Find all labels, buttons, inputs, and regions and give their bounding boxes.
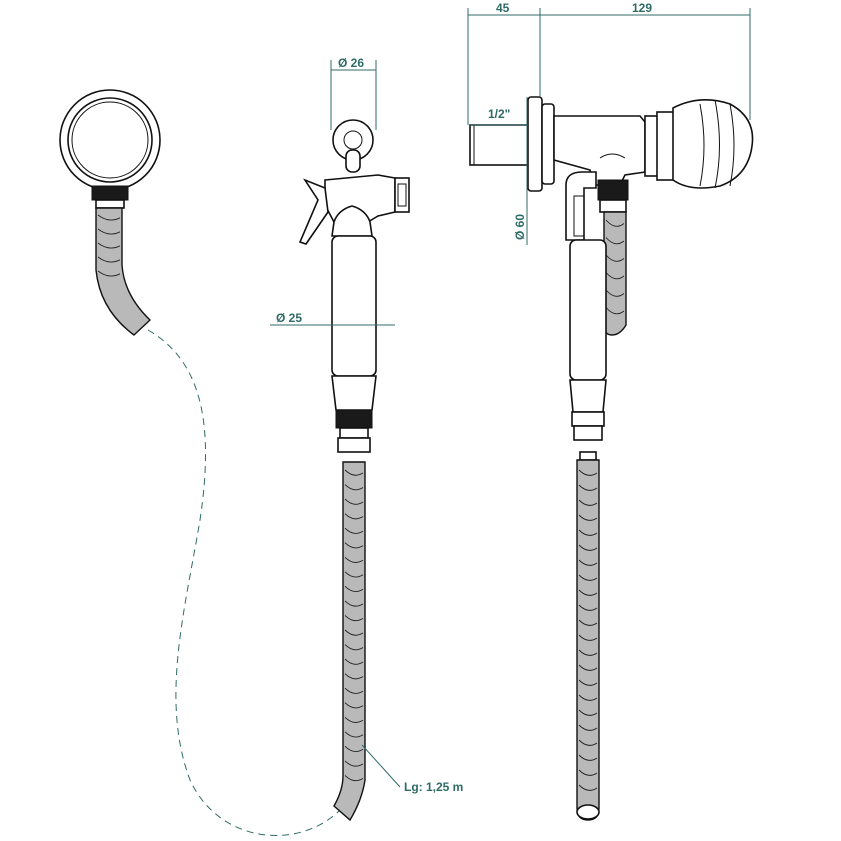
hose-rib	[578, 544, 598, 551]
dimension-d25-label: Ø 25	[276, 311, 302, 325]
connector-nut	[91, 185, 129, 201]
hose-rib	[344, 644, 364, 651]
dimension-129: 129	[540, 1, 751, 120]
hose-dashed-connection	[147, 329, 341, 836]
hose-rib	[605, 237, 625, 245]
hose-rib	[344, 513, 364, 520]
hose-rib	[344, 600, 364, 607]
hose-rib	[344, 542, 364, 549]
right-hose-ribs	[578, 469, 598, 791]
hose-rib	[344, 469, 364, 476]
hose-rib	[344, 746, 364, 753]
gun-handle	[331, 235, 377, 377]
hose-rib	[578, 529, 598, 536]
hose-rib	[344, 484, 364, 491]
hose-rib	[97, 214, 121, 221]
hose-rib	[578, 589, 598, 596]
dimension-thread-label: 1/2"	[488, 107, 510, 121]
dimension-45-label: 45	[496, 1, 510, 15]
hose-rib	[578, 739, 598, 746]
valve-hose-ribs	[605, 219, 625, 315]
hose-rib	[578, 679, 598, 686]
hose-rib	[344, 629, 364, 636]
dimension-thread: 1/2"	[470, 107, 528, 126]
hose-rib	[578, 499, 598, 506]
hose-rib	[578, 724, 598, 731]
hose-rib	[578, 619, 598, 626]
hose-rib	[344, 658, 364, 665]
hose-rib	[344, 556, 364, 563]
hose-rib	[605, 219, 625, 227]
dimension-d60: Ø 60	[513, 97, 528, 245]
dimension-d26: Ø 26	[330, 56, 377, 130]
hose-rib	[578, 709, 598, 716]
hose-rib	[578, 469, 598, 476]
hose-rib	[578, 649, 598, 656]
hose-rib	[344, 527, 364, 534]
hose-rib	[578, 514, 598, 521]
side-view-spray-gun	[298, 119, 410, 822]
hose-rib	[97, 228, 121, 235]
side-view-wall-valve	[469, 96, 754, 821]
dimension-45: 45	[467, 1, 541, 125]
hose-rib	[344, 586, 364, 593]
hose-rib	[578, 784, 598, 791]
trigger-lever	[298, 178, 329, 245]
hose-rib	[578, 574, 598, 581]
hose-length-label: Lg: 1,25 m	[404, 780, 463, 794]
hose-rib	[344, 615, 364, 622]
hose-rib	[578, 694, 598, 701]
hose-rib	[344, 498, 364, 505]
hose-rib	[578, 484, 598, 491]
hose-rib	[97, 242, 121, 249]
hose-rib	[605, 272, 625, 280]
dimension-d26-label: Ø 26	[338, 56, 364, 70]
front-hose-ribs	[97, 214, 121, 277]
hose-rib	[605, 254, 625, 262]
hose-rib	[344, 775, 364, 782]
hose-rib	[605, 307, 625, 315]
hose-rib	[97, 256, 121, 263]
hose-rib	[578, 604, 598, 611]
hose-rib	[578, 634, 598, 641]
hose-rib	[344, 571, 364, 578]
hose-rib	[578, 754, 598, 761]
hose-rib	[578, 769, 598, 776]
hose-rib	[344, 673, 364, 680]
hose-rib	[344, 731, 364, 738]
middle-hose-ribs	[344, 469, 364, 782]
hose-rib	[344, 702, 364, 709]
valve-knob	[672, 99, 754, 189]
dimension-d60-label: Ø 60	[513, 214, 527, 240]
middle-hose	[333, 461, 366, 822]
hose-rib	[605, 289, 625, 297]
dimension-d25: Ø 25	[270, 311, 395, 326]
front-view-shower-head	[59, 89, 161, 336]
dimension-129-label: 129	[632, 1, 652, 15]
hose-rib	[578, 664, 598, 671]
hose-length-callout: Lg: 1,25 m	[361, 744, 463, 794]
front-hose-stub	[95, 207, 152, 336]
hose-rib	[344, 687, 364, 694]
hose-rib	[578, 559, 598, 566]
hose-rib	[344, 760, 364, 767]
hose-rib	[344, 716, 364, 723]
hose-rib	[97, 270, 121, 277]
